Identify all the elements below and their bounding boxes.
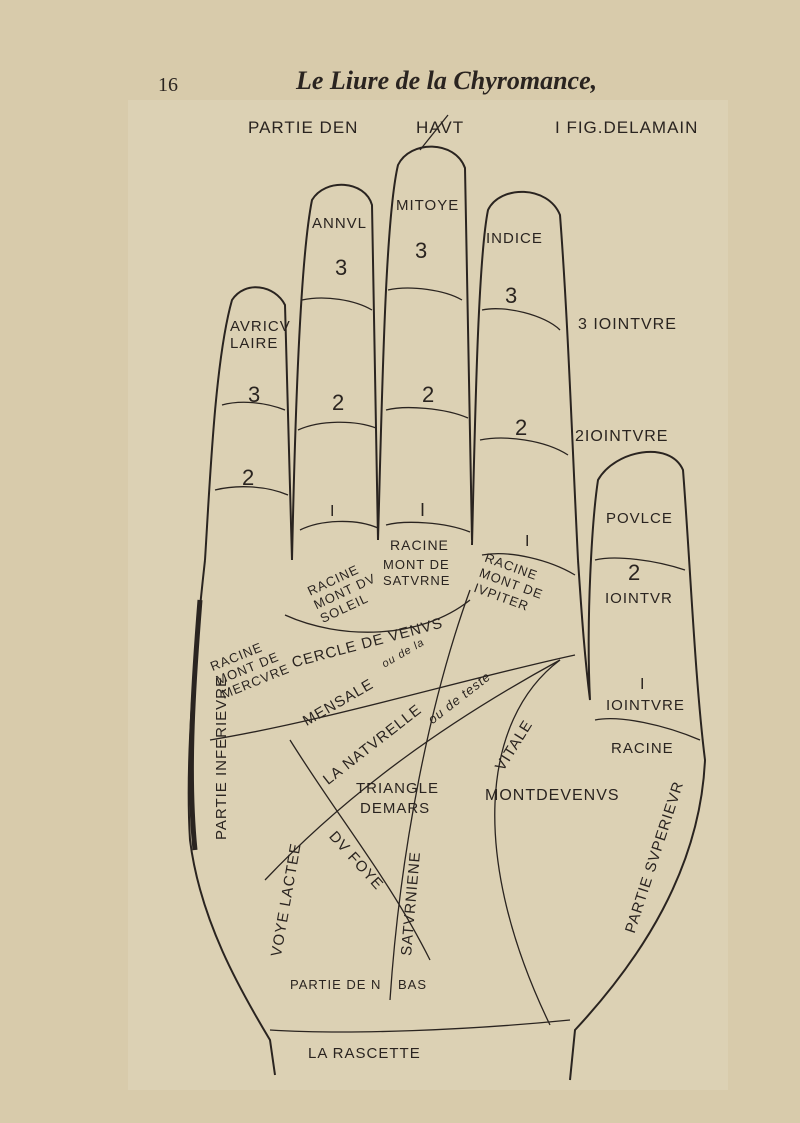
finger-mitoyen: MITOYE xyxy=(396,197,460,214)
finger-pouce: POVLCE xyxy=(606,510,673,527)
partie-den-label: PARTIE DEN xyxy=(248,118,359,137)
saturnienne-line xyxy=(389,589,471,1001)
rascette-line xyxy=(269,1019,571,1033)
joint-number: I xyxy=(330,503,335,520)
finger-auriculaire: AVRICV LAIRE xyxy=(230,318,291,352)
finger-annulaire: ANNVL xyxy=(312,215,368,232)
palm-shading xyxy=(188,599,203,851)
mount-saturne-racine: RACINE xyxy=(390,537,449,553)
joint-number: 3 xyxy=(335,255,348,280)
joint-number: 3 xyxy=(415,238,428,263)
foye-line xyxy=(289,739,431,961)
joint-number: 3 xyxy=(248,382,261,407)
thumb-racine-label: RACINE xyxy=(611,740,674,757)
joint-number: 2 xyxy=(422,382,435,407)
little-finger-outline xyxy=(204,286,293,561)
joint-number: 2 xyxy=(332,390,345,415)
mount-venus: MONTDEVENVS xyxy=(485,787,620,804)
thumb-second-joint-label: IOINTVR xyxy=(605,590,673,607)
joint-number: I xyxy=(420,500,426,520)
page-number: 16 xyxy=(158,74,178,96)
de-mars-label: DEMARS xyxy=(360,800,431,817)
index-finger-outline xyxy=(471,190,579,561)
thumb-joint-number: I xyxy=(640,676,645,693)
joint-number: 2 xyxy=(242,465,255,490)
rascette-label: LA RASCETTE xyxy=(308,1045,421,1062)
third-joint-label: 3 IOINTVRE xyxy=(578,316,677,333)
cercle-de-venus-line xyxy=(284,599,471,633)
bas-label: BAS xyxy=(398,977,428,992)
partie-inferieure-label: PARTIE INFERIEVRE xyxy=(213,676,230,840)
joint-number: 3 xyxy=(505,283,518,308)
thumb-outline xyxy=(569,450,707,1081)
middle-finger-outline xyxy=(377,145,473,541)
joint-number: 2 xyxy=(515,415,528,440)
mount-saturne: MONT DE SATVRNE xyxy=(383,557,451,588)
triangle-label: TRIANGLE xyxy=(356,780,440,797)
engraving-plate xyxy=(128,100,728,1090)
figure-label: I FIG.DELAMAIN xyxy=(555,118,699,137)
vitale-line xyxy=(494,659,561,1026)
naturelle-line xyxy=(264,659,561,881)
running-title: Le Liure de la Chyromance, xyxy=(296,66,598,95)
joint-number: I xyxy=(525,533,530,550)
partie-de-n-label: PARTIE DE N xyxy=(290,977,382,992)
joint-lines xyxy=(214,287,701,741)
ring-finger-outline xyxy=(291,183,379,561)
top-divider-line xyxy=(419,114,449,151)
havt-label: HAVT xyxy=(416,118,465,137)
thumb-joint-number: 2 xyxy=(628,560,641,585)
mensale-line xyxy=(209,654,576,741)
second-joint-label: 2IOINTVRE xyxy=(575,428,669,445)
thumb-first-joint-label: IOINTVRE xyxy=(606,697,685,714)
finger-index: INDICE xyxy=(486,230,543,247)
